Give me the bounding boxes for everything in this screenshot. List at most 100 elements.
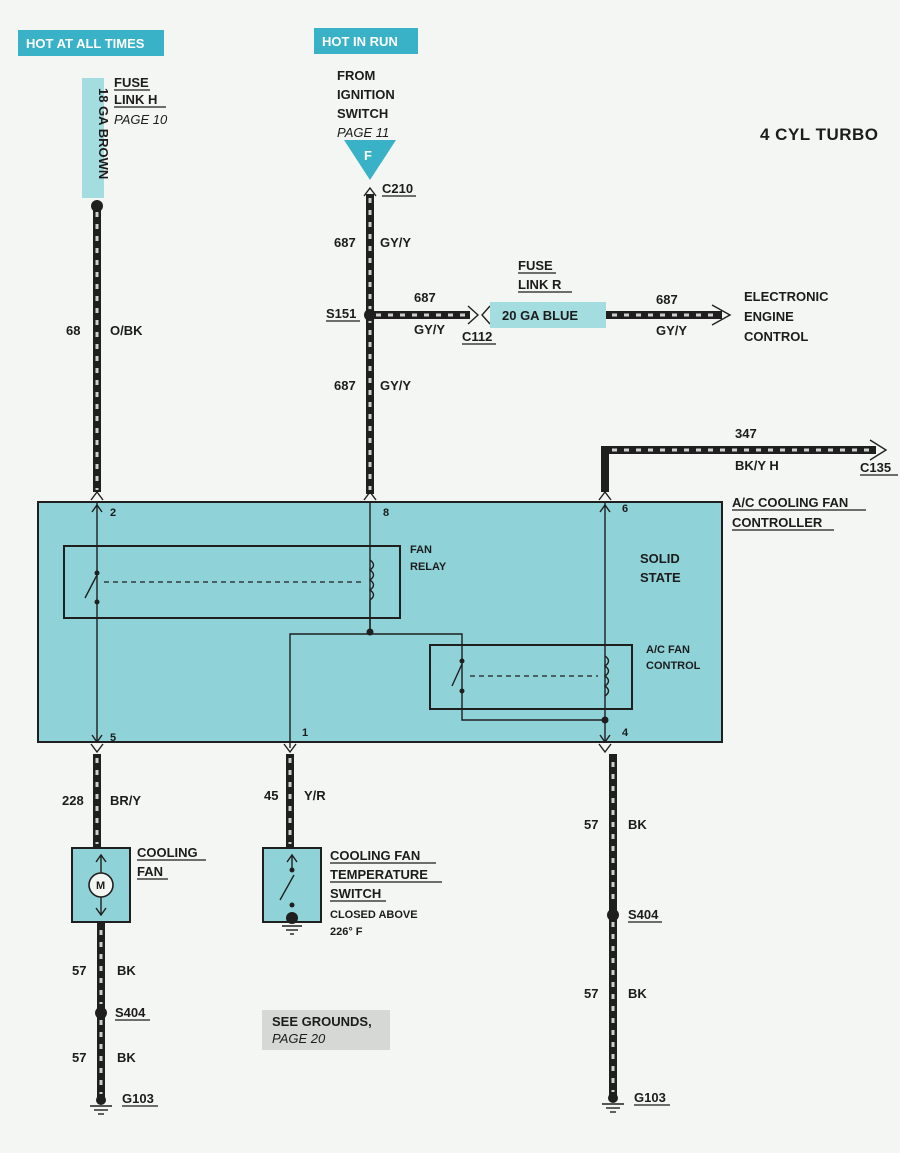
wire-687-branch-num: 687	[414, 290, 436, 305]
ac-fan-control-switch	[451, 663, 463, 687]
fan-relay-line1: FAN	[410, 544, 432, 556]
c112-pin-left	[467, 305, 480, 325]
fuse-link-h-wire-label-bg	[82, 78, 104, 198]
g103-left-label: G103	[122, 1091, 154, 1106]
c135-arrow	[869, 439, 888, 461]
motor-icon	[88, 872, 114, 898]
page-title: 4 CYL TURBO	[760, 125, 879, 144]
c112-pin-right	[481, 305, 491, 325]
wire-57-left-bot-color: BK	[117, 1050, 136, 1065]
solid-state-line1: SOLID	[640, 551, 680, 566]
fan-relay	[63, 545, 401, 619]
pin-4: 4	[622, 727, 629, 739]
splice-s404-right	[607, 909, 619, 921]
fan-relay-line2: RELAY	[410, 561, 447, 573]
controller-name-line1: A/C COOLING FAN	[732, 495, 848, 510]
wire-228-num: 228	[62, 793, 84, 808]
fuse-link-h-page: PAGE 10	[114, 112, 168, 127]
hot-in-run-text: HOT IN RUN	[322, 34, 398, 49]
s404-right-label: S404	[628, 907, 659, 922]
ac-fan-control	[429, 644, 633, 710]
wire-687-eec-num: 687	[656, 292, 678, 307]
grounds-note-line2: PAGE 20	[272, 1031, 326, 1046]
wire-687-top-num: 687	[334, 235, 356, 250]
grounds-note-bg	[262, 1010, 390, 1050]
wire-347-color: BK/Y H	[735, 458, 779, 473]
temp-switch-contact	[279, 874, 295, 901]
eec-line1: ELECTRONIC	[744, 289, 829, 304]
cooling-fan-line2: FAN	[137, 864, 163, 879]
wire-687-top-color: GY/Y	[380, 235, 411, 250]
fan-relay-switch	[84, 574, 98, 599]
ac-fan-control-coil	[603, 655, 610, 697]
g103-right-label: G103	[634, 1090, 666, 1105]
fuse-link-r-wire: 20 GA BLUE	[502, 308, 578, 323]
wire-57-left-top-color: BK	[117, 963, 136, 978]
wire-45-color: Y/R	[304, 788, 326, 803]
pin-5: 5	[110, 732, 116, 744]
ac-cooling-fan-controller	[37, 501, 723, 743]
cooling-fan-line1: COOLING	[137, 845, 198, 860]
temp-switch-line1: COOLING FAN	[330, 848, 420, 863]
fuse-link-h-wire-size: 18 GA BROWN	[96, 88, 111, 179]
hot-at-all-times-text: HOT AT ALL TIMES	[26, 36, 145, 51]
wire-347-num: 347	[735, 426, 757, 441]
wire-687-mid-color: GY/Y	[380, 378, 411, 393]
wire-687-mid-num: 687	[334, 378, 356, 393]
fuse-link-h-line1: FUSE	[114, 75, 149, 90]
temp-switch-note2: 226° F	[330, 926, 363, 938]
wire-228-color: BR/Y	[110, 793, 141, 808]
wire-687-branch-color: GY/Y	[414, 322, 445, 337]
temp-switch-note1: CLOSED ABOVE	[330, 909, 418, 921]
ground-g103-right-icon	[602, 1093, 624, 1113]
wire-347	[601, 446, 876, 492]
wire-68-num: 68	[66, 323, 80, 338]
pin-1: 1	[302, 727, 308, 739]
connector-f-triangle: F	[344, 140, 396, 180]
fuse-link-h-line2: LINK H	[114, 92, 157, 107]
wire-57-left-bot-num: 57	[72, 1050, 86, 1065]
wire-68-color: O/BK	[110, 323, 143, 338]
ground-temp-switch-icon	[282, 912, 302, 935]
s151-label: S151	[326, 306, 356, 321]
wire-687-eec-color: GY/Y	[656, 323, 687, 338]
eec-arrow	[711, 304, 732, 326]
fuse-link-r-line2: LINK R	[518, 277, 562, 292]
eec-line3: CONTROL	[744, 329, 808, 344]
wire-57-right-top-color: BK	[628, 817, 647, 832]
wire-45-num: 45	[264, 788, 278, 803]
connector-f-letter: F	[364, 148, 372, 163]
eec-line2: ENGINE	[744, 309, 794, 324]
wire-57-right-top-num: 57	[584, 817, 598, 832]
splice-s404-left	[95, 1007, 107, 1019]
fuse-link-h-end-dot	[91, 200, 103, 212]
fan-relay-coil	[368, 559, 375, 601]
ac-fan-control-line1: A/C FAN	[646, 644, 690, 656]
pin-2: 2	[110, 507, 116, 519]
ignition-line3: SWITCH	[337, 106, 388, 121]
grounds-note-line1: SEE GROUNDS,	[272, 1014, 372, 1029]
controller-name-line2: CONTROLLER	[732, 515, 823, 530]
wire-57-right-bot-color: BK	[628, 986, 647, 1001]
c210-label: C210	[382, 181, 413, 196]
c135-label: C135	[860, 460, 891, 475]
ignition-line1: FROM	[337, 68, 375, 83]
ac-fan-control-line2: CONTROL	[646, 660, 701, 672]
pin-6: 6	[622, 503, 628, 515]
ground-g103-left-icon	[90, 1095, 112, 1115]
pin-8: 8	[383, 507, 389, 519]
solid-state-line2: STATE	[640, 570, 681, 585]
c210-pin	[363, 186, 377, 197]
fuse-link-r-line1: FUSE	[518, 258, 553, 273]
wire-57-right-bot-num: 57	[584, 986, 598, 1001]
temp-switch-line2: TEMPERATURE	[330, 867, 428, 882]
ignition-page: PAGE 11	[337, 125, 389, 140]
s404-left-label: S404	[115, 1005, 146, 1020]
fuse-link-r-bg	[490, 302, 606, 328]
temp-switch-line3: SWITCH	[330, 886, 381, 901]
ignition-line2: IGNITION	[337, 87, 395, 102]
hot-in-run-tag: HOT IN RUN	[314, 28, 418, 54]
motor-letter: M	[96, 880, 105, 892]
hot-at-all-times-tag: HOT AT ALL TIMES	[18, 30, 164, 56]
